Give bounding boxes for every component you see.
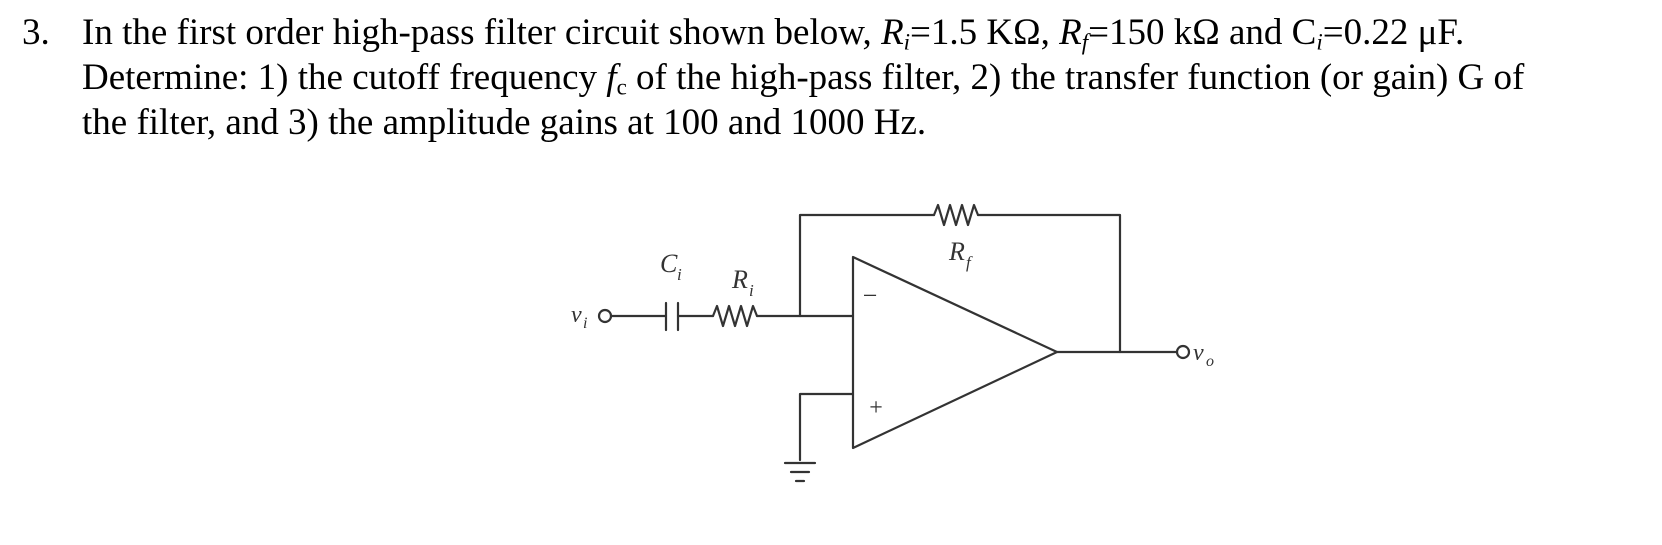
ri-label-subscript: i bbox=[749, 281, 754, 300]
fc-symbol: f bbox=[606, 57, 617, 98]
problem-line-1: In the first order high-pass filter circ… bbox=[82, 10, 1657, 55]
input-terminal bbox=[597, 308, 613, 324]
rf-subscript: f bbox=[1081, 29, 1089, 55]
ci-label-subscript: i bbox=[677, 265, 682, 284]
vi-label: v bbox=[571, 302, 582, 328]
feedback-resistor bbox=[932, 203, 980, 227]
vi-label-subscript: i bbox=[583, 315, 587, 332]
ri-label: R bbox=[731, 265, 748, 294]
ri-symbol: R bbox=[881, 12, 904, 53]
problem-line-2: Determine: 1) the cutoff frequency fc of… bbox=[82, 55, 1657, 100]
ground-wire bbox=[798, 392, 855, 462]
rf-label: R bbox=[948, 237, 965, 266]
problem-line-3: the filter, and 3) the amplitude gains a… bbox=[82, 102, 927, 143]
ri-value: =1.5 KΩ, bbox=[910, 12, 1060, 53]
problem-number: 3. bbox=[22, 12, 50, 53]
problem-text: In the first order high-pass filter circ… bbox=[82, 10, 1657, 145]
op-amp-minus-sign: − bbox=[863, 281, 878, 310]
rf-value: =150 kΩ and C bbox=[1088, 12, 1317, 53]
line2-text-a: Determine: 1) the cutoff frequency bbox=[82, 57, 607, 98]
rf-symbol: R bbox=[1059, 12, 1082, 53]
ci-label: C bbox=[660, 249, 678, 278]
ri-subscript: i bbox=[903, 29, 911, 55]
op-amp bbox=[851, 255, 1059, 450]
rf-label-subscript: f bbox=[966, 253, 973, 272]
vo-label: v bbox=[1193, 340, 1204, 366]
feedback-wire-left bbox=[798, 213, 936, 318]
fc-subscript: c bbox=[616, 74, 627, 100]
ci-value: =0.22 μF. bbox=[1322, 12, 1465, 53]
feedback-wire-right bbox=[976, 213, 1122, 354]
line2-text-b: of the high-pass filter, 2) the transfer… bbox=[626, 57, 1525, 98]
vo-label-subscript: o bbox=[1206, 353, 1214, 370]
output-terminal bbox=[1175, 344, 1191, 360]
op-amp-plus-sign: + bbox=[869, 395, 883, 421]
input-resistor bbox=[711, 304, 759, 328]
ci-subscript: i bbox=[1316, 29, 1323, 55]
line1-text: In the first order high-pass filter circ… bbox=[82, 12, 882, 53]
